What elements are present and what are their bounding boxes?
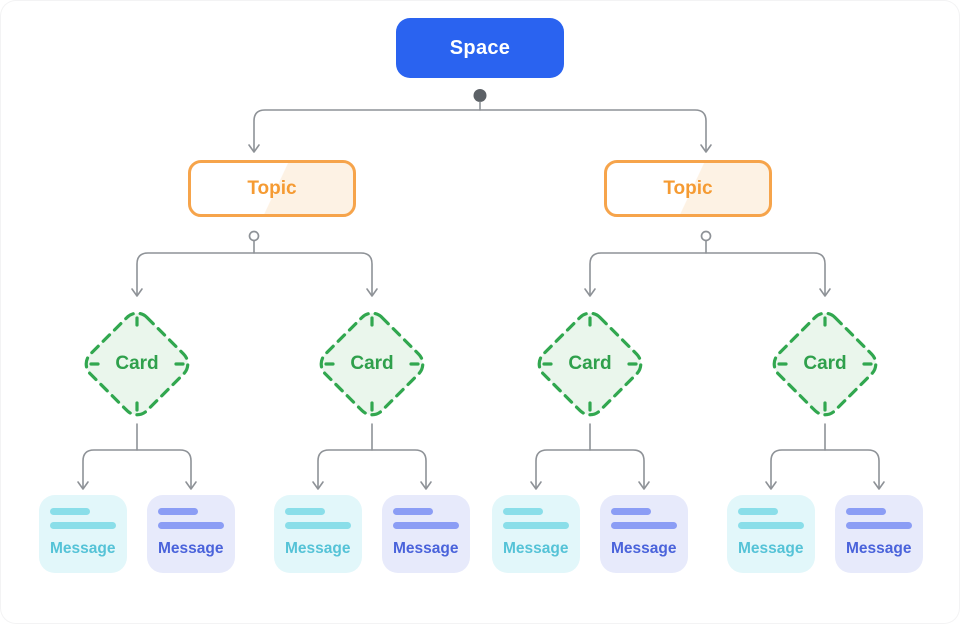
- space-node[interactable]: Space: [396, 18, 564, 78]
- text-line-bar: [611, 508, 651, 515]
- text-line-bar: [503, 508, 543, 515]
- text-line-bar: [738, 522, 804, 529]
- message-node[interactable]: Message: [835, 495, 923, 573]
- topic-node[interactable]: Topic: [188, 160, 356, 217]
- message-node-label: Message: [285, 540, 351, 557]
- text-line-bar: [50, 508, 90, 515]
- text-line-bar: [50, 522, 116, 529]
- text-line-bar: [158, 522, 224, 529]
- card-node-label: Card: [115, 353, 159, 374]
- card-node[interactable]: Card: [530, 304, 650, 424]
- message-node[interactable]: Message: [492, 495, 580, 573]
- text-line-bar: [393, 508, 433, 515]
- text-line-bar: [611, 522, 677, 529]
- message-node-label: Message: [393, 540, 459, 557]
- card-node[interactable]: Card: [77, 304, 197, 424]
- branch-dot-icon: [473, 89, 487, 102]
- message-node-label: Message: [846, 540, 912, 557]
- card-node-label: Card: [350, 353, 394, 374]
- space-node-label: Space: [449, 36, 511, 59]
- text-line-bar: [393, 522, 459, 529]
- text-line-bar: [158, 508, 198, 515]
- topic-node-label: Topic: [663, 177, 713, 199]
- message-node[interactable]: Message: [39, 495, 127, 573]
- text-line-bar: [738, 508, 778, 515]
- message-node-label: Message: [738, 540, 804, 557]
- text-line-bar: [503, 522, 569, 529]
- message-node[interactable]: Message: [600, 495, 688, 573]
- text-line-bar: [285, 508, 325, 515]
- message-node[interactable]: Message: [727, 495, 815, 573]
- topic-node[interactable]: Topic: [604, 160, 772, 217]
- branch-ring-icon: [248, 230, 260, 242]
- text-line-bar: [285, 522, 351, 529]
- message-node-label: Message: [611, 540, 677, 557]
- message-node-label: Message: [503, 540, 569, 557]
- message-node-label: Message: [50, 540, 116, 557]
- card-node[interactable]: Card: [312, 304, 432, 424]
- diamond-shape-icon: [84, 311, 190, 417]
- message-node-label: Message: [158, 540, 224, 557]
- message-node[interactable]: Message: [147, 495, 235, 573]
- branch-ring-icon: [700, 230, 712, 242]
- topic-node-label: Topic: [247, 177, 297, 199]
- message-node[interactable]: Message: [382, 495, 470, 573]
- text-line-bar: [846, 522, 912, 529]
- diamond-shape-icon: [319, 311, 425, 417]
- card-node[interactable]: Card: [765, 304, 885, 424]
- diamond-shape-icon: [537, 311, 643, 417]
- card-node-label: Card: [568, 353, 612, 374]
- text-line-bar: [846, 508, 886, 515]
- diamond-shape-icon: [772, 311, 878, 417]
- message-node[interactable]: Message: [274, 495, 362, 573]
- card-node-label: Card: [803, 353, 847, 374]
